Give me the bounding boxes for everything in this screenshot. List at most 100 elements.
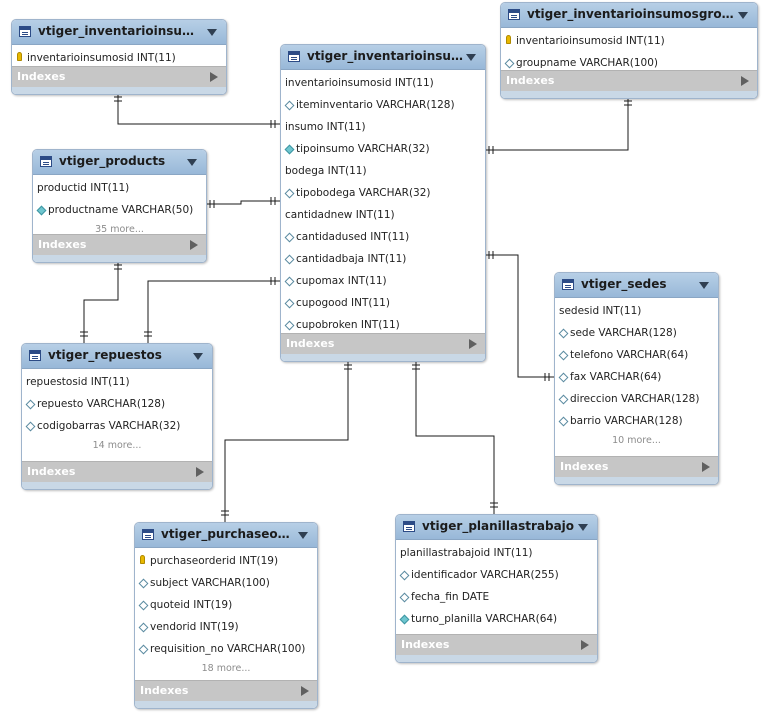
column-name: identificador VARCHAR(255): [411, 569, 559, 581]
column-row[interactable]: codigobarras VARCHAR(32): [22, 415, 212, 437]
column-row[interactable]: quoteid INT(19): [135, 594, 317, 616]
indexes-section[interactable]: Indexes: [12, 66, 226, 87]
column-row[interactable]: cantidadbaja INT(11): [281, 248, 485, 270]
chevron-down-icon[interactable]: [193, 353, 203, 360]
chevron-down-icon[interactable]: [466, 54, 476, 61]
chevron-down-icon[interactable]: [298, 532, 308, 539]
column-row[interactable]: tipobodega VARCHAR(32): [281, 182, 485, 204]
table-t1[interactable]: vtiger_inventarioinsumo...inventarioinsu…: [11, 19, 227, 95]
column-row[interactable]: barrio VARCHAR(128): [555, 410, 718, 432]
column-name: subject VARCHAR(100): [150, 577, 270, 589]
column-row[interactable]: repuestosid INT(11): [22, 371, 212, 393]
expand-triangle-icon[interactable]: [190, 240, 198, 250]
column-row[interactable]: cupogood INT(11): [281, 292, 485, 314]
column-row[interactable]: bodega INT(11): [281, 160, 485, 182]
more-columns-label[interactable]: 35 more...: [95, 224, 144, 235]
table-footer: [22, 482, 212, 489]
column-row[interactable]: cantidadused INT(11): [281, 226, 485, 248]
table-icon: [40, 156, 52, 167]
expand-triangle-icon[interactable]: [210, 72, 218, 82]
expand-triangle-icon[interactable]: [581, 640, 589, 650]
column-row[interactable]: tipoinsumo VARCHAR(32): [281, 138, 485, 160]
column-row[interactable]: cupobroken INT(11): [281, 314, 485, 336]
more-columns-label[interactable]: 14 more...: [92, 440, 142, 451]
column-name: telefono VARCHAR(64): [570, 349, 689, 361]
column-row[interactable]: fecha_fin DATE: [396, 586, 597, 608]
column-row[interactable]: vendorid INT(19): [135, 616, 317, 638]
indexes-section[interactable]: Indexes: [396, 634, 597, 655]
column-row[interactable]: iteminventario VARCHAR(128): [281, 94, 485, 116]
column-row[interactable]: insumo INT(11): [281, 116, 485, 138]
column-row[interactable]: sedesid INT(11): [555, 300, 718, 322]
expand-triangle-icon[interactable]: [702, 462, 710, 472]
table-header[interactable]: vtiger_inventarioinsumo...: [12, 20, 226, 45]
diamond-empty-icon: [284, 298, 295, 309]
expand-triangle-icon[interactable]: [469, 339, 477, 349]
column-row[interactable]: groupname VARCHAR(100): [501, 52, 757, 74]
chevron-down-icon[interactable]: [187, 159, 197, 166]
expand-triangle-icon[interactable]: [196, 467, 204, 477]
table-title: vtiger_repuestos: [48, 348, 162, 362]
column-row[interactable]: sede VARCHAR(128): [555, 322, 718, 344]
column-row[interactable]: purchaseorderid INT(19): [135, 550, 317, 572]
more-columns-label[interactable]: 10 more...: [612, 435, 661, 446]
diamond-empty-icon: [25, 421, 36, 432]
table-header[interactable]: vtiger_planillastrabajo: [396, 515, 597, 540]
chevron-down-icon[interactable]: [207, 29, 217, 36]
table-t5[interactable]: vtiger_repuestos repuestosid INT(11)repue…: [21, 343, 213, 490]
diamond-empty-icon: [504, 58, 515, 69]
indexes-section[interactable]: Indexes: [501, 70, 757, 91]
indexes-section[interactable]: Indexes: [22, 461, 212, 482]
indexes-section[interactable]: Indexes: [33, 234, 206, 255]
table-header[interactable]: vtiger_purchaseorder: [135, 523, 317, 548]
more-columns-label[interactable]: 18 more...: [201, 663, 251, 674]
column-row[interactable]: cupomax INT(11): [281, 270, 485, 292]
column-row[interactable]: subject VARCHAR(100): [135, 572, 317, 594]
column-row[interactable]: identificador VARCHAR(255): [396, 564, 597, 586]
column-row[interactable]: productid INT(11): [33, 177, 206, 199]
column-row[interactable]: inventarioinsumosid INT(11): [281, 72, 485, 94]
table-header[interactable]: vtiger_sedes: [555, 273, 718, 298]
indexes-section[interactable]: Indexes: [555, 456, 718, 477]
expand-triangle-icon[interactable]: [301, 686, 309, 696]
diamond-empty-icon: [558, 372, 569, 383]
table-header[interactable]: vtiger_repuestos: [22, 344, 212, 369]
column-row[interactable]: productname VARCHAR(50): [33, 199, 206, 221]
column-row[interactable]: planillastrabajoid INT(11): [396, 542, 597, 564]
column-name: inventarioinsumosid INT(11): [516, 35, 665, 47]
column-row[interactable]: cantidadnew INT(11): [281, 204, 485, 226]
chevron-down-icon[interactable]: [578, 524, 588, 531]
diamond-empty-icon: [284, 232, 295, 243]
chevron-down-icon[interactable]: [699, 282, 709, 289]
diamond-empty-icon: [558, 416, 569, 427]
column-row[interactable]: inventarioinsumosid INT(11): [501, 30, 757, 52]
column-row[interactable]: inventarioinsumosid INT(11): [12, 47, 226, 69]
column-row[interactable]: repuesto VARCHAR(128): [22, 393, 212, 415]
column-row[interactable]: turno_planilla VARCHAR(64): [396, 608, 597, 630]
column-name: tipobodega VARCHAR(32): [296, 187, 431, 199]
column-name: sedesid INT(11): [559, 305, 642, 317]
column-name: cantidadbaja INT(11): [296, 253, 407, 265]
column-row[interactable]: requisition_no VARCHAR(100): [135, 638, 317, 660]
diamond-empty-icon: [558, 350, 569, 361]
diamond-empty-icon: [284, 188, 295, 199]
column-name: cantidadnew INT(11): [285, 209, 395, 221]
table-t3[interactable]: vtiger_inventarioinsumosgrouprel inventar…: [500, 2, 758, 99]
indexes-section[interactable]: Indexes: [281, 333, 485, 354]
expand-triangle-icon[interactable]: [741, 76, 749, 86]
column-row[interactable]: telefono VARCHAR(64): [555, 344, 718, 366]
table-header[interactable]: vtiger_inventarioinsumosgrouprel: [501, 3, 757, 28]
table-header[interactable]: vtiger_products: [33, 150, 206, 175]
table-footer: [33, 255, 206, 262]
column-row[interactable]: direccion VARCHAR(128): [555, 388, 718, 410]
chevron-down-icon[interactable]: [738, 12, 748, 19]
column-row[interactable]: fax VARCHAR(64): [555, 366, 718, 388]
column-name: codigobarras VARCHAR(32): [37, 420, 181, 432]
table-header[interactable]: vtiger_inventarioinsumos: [281, 45, 485, 70]
indexes-section[interactable]: Indexes: [135, 680, 317, 701]
